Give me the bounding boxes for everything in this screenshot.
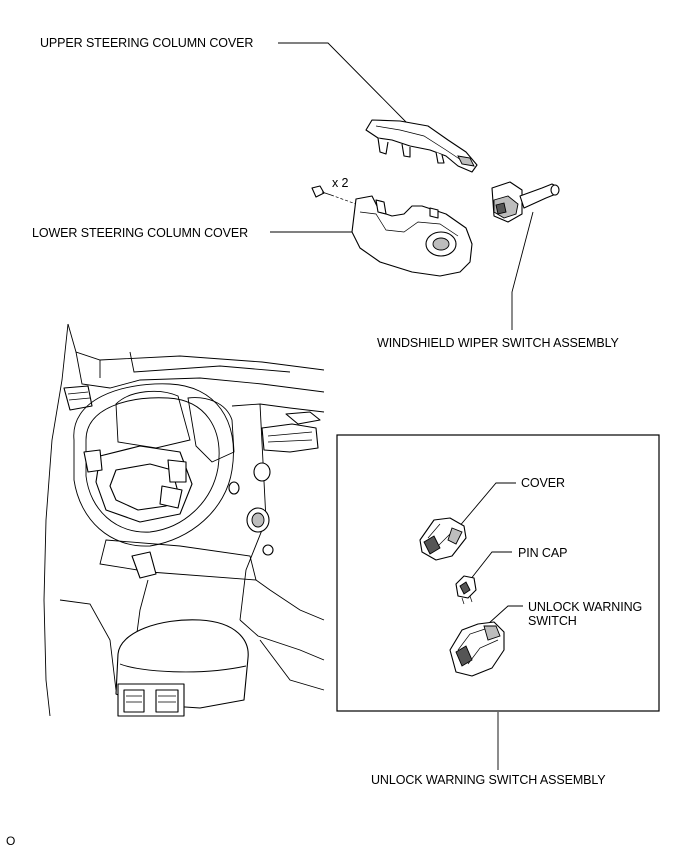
leader-unlock-switch bbox=[487, 605, 523, 625]
label-screw-quantity: x 2 bbox=[332, 176, 349, 190]
label-upper-steering-column-cover: UPPER STEERING COLUMN COVER bbox=[40, 36, 254, 50]
label-lower-steering-column-cover: LOWER STEERING COLUMN COVER bbox=[32, 226, 249, 240]
figure-code: O bbox=[6, 834, 16, 848]
leader-lines bbox=[270, 42, 534, 770]
lower-steering-column-cover-drawing bbox=[351, 195, 473, 277]
screw-drawing bbox=[311, 185, 357, 205]
leader-cover bbox=[457, 482, 516, 529]
cover-drawing bbox=[419, 517, 467, 561]
label-windshield-wiper-switch-assembly: WINDSHIELD WIPER SWITCH ASSEMBLY bbox=[377, 336, 619, 350]
leader-pin-cap bbox=[469, 551, 512, 581]
unlock-warning-switch-drawing bbox=[449, 621, 505, 677]
upper-steering-column-cover-drawing bbox=[365, 119, 478, 173]
label-pin-cap: PIN CAP bbox=[518, 546, 568, 560]
pin-cap-drawing bbox=[455, 575, 477, 605]
label-cover: COVER bbox=[521, 476, 565, 490]
inset-frame bbox=[336, 434, 660, 712]
label-unlock-warning-switch-line1: UNLOCK WARNING bbox=[528, 600, 643, 614]
wiper-switch-drawing bbox=[491, 181, 560, 223]
leader-wiper-switch bbox=[511, 211, 534, 330]
label-unlock-warning-switch-assembly: UNLOCK WARNING SWITCH ASSEMBLY bbox=[371, 773, 606, 787]
dashboard-drawing bbox=[43, 323, 325, 717]
leader-upper-cover bbox=[278, 42, 409, 125]
label-unlock-warning-switch-line2: SWITCH bbox=[528, 614, 577, 628]
